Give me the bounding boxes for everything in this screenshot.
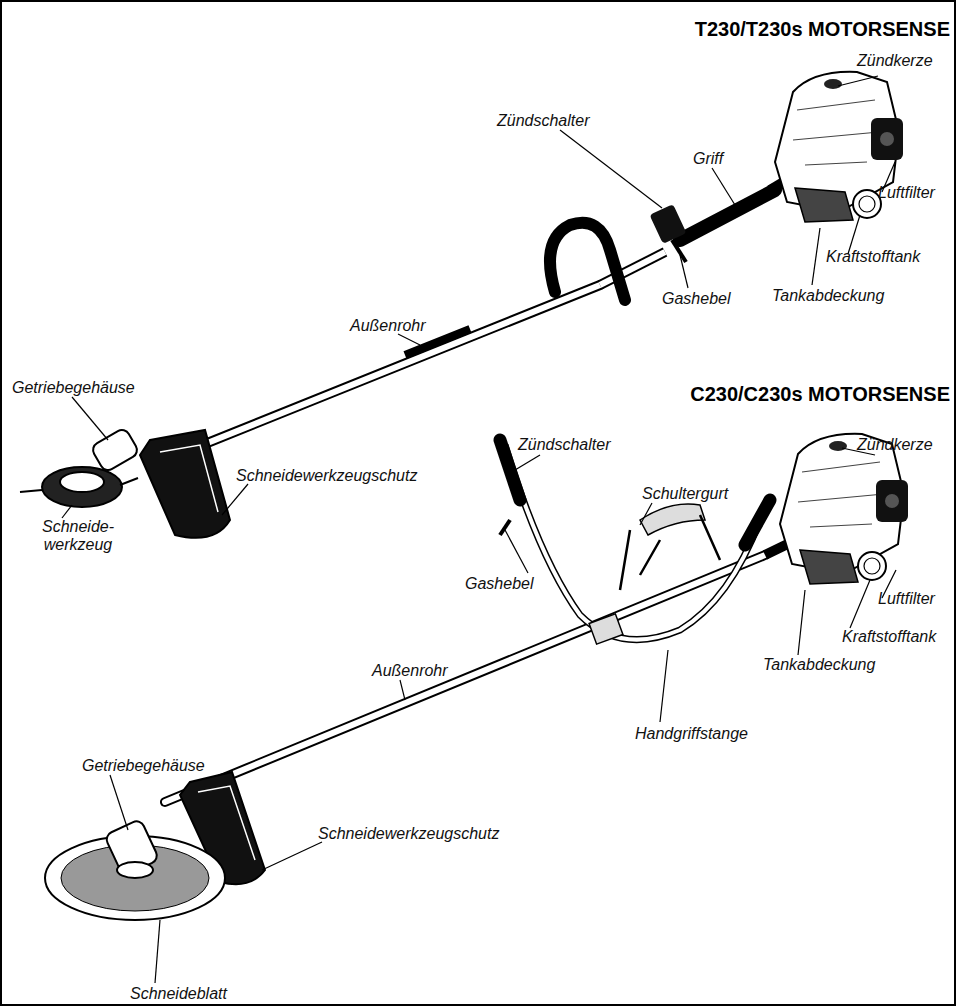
- part-label: Kraftstofftank: [842, 628, 936, 646]
- part-label: Schneideblatt: [130, 985, 227, 1003]
- part-label: Zündschalter: [518, 436, 611, 454]
- t230-trimmer: [20, 72, 903, 538]
- model-heading: T230/T230s MOTORSENSE: [695, 18, 950, 40]
- part-label: Schneidewerkzeugschutz: [236, 467, 417, 485]
- part-label: Außenrohr: [350, 317, 426, 335]
- part-label: Tankabdeckung: [763, 656, 875, 674]
- part-label: Luftfilter: [878, 590, 935, 608]
- part-label: Zündkerze: [857, 436, 933, 454]
- part-label: Zündkerze: [857, 52, 933, 70]
- part-label: Schneidewerkzeugschutz: [318, 825, 499, 843]
- part-label: Schneide- werkzeug: [40, 518, 116, 554]
- part-label: Getriebegehäuse: [82, 757, 205, 775]
- part-label: Außenrohr: [372, 662, 448, 680]
- part-label: Gashebel: [465, 575, 534, 593]
- part-label: Schultergurt: [642, 485, 728, 503]
- leader-lines: [62, 76, 896, 983]
- c230-brushcutter: [45, 434, 908, 920]
- part-label: Tankabdeckung: [772, 287, 884, 305]
- part-label: Handgriffstange: [635, 725, 748, 743]
- part-label: Griff: [693, 150, 723, 168]
- part-label: Zündschalter: [497, 112, 590, 130]
- part-label: Getriebegehäuse: [12, 379, 135, 397]
- part-label: Kraftstofftank: [826, 248, 920, 266]
- part-label: Luftfilter: [878, 184, 935, 202]
- part-label: Gashebel: [662, 290, 731, 308]
- model-heading: C230/C230s MOTORSENSE: [690, 383, 950, 405]
